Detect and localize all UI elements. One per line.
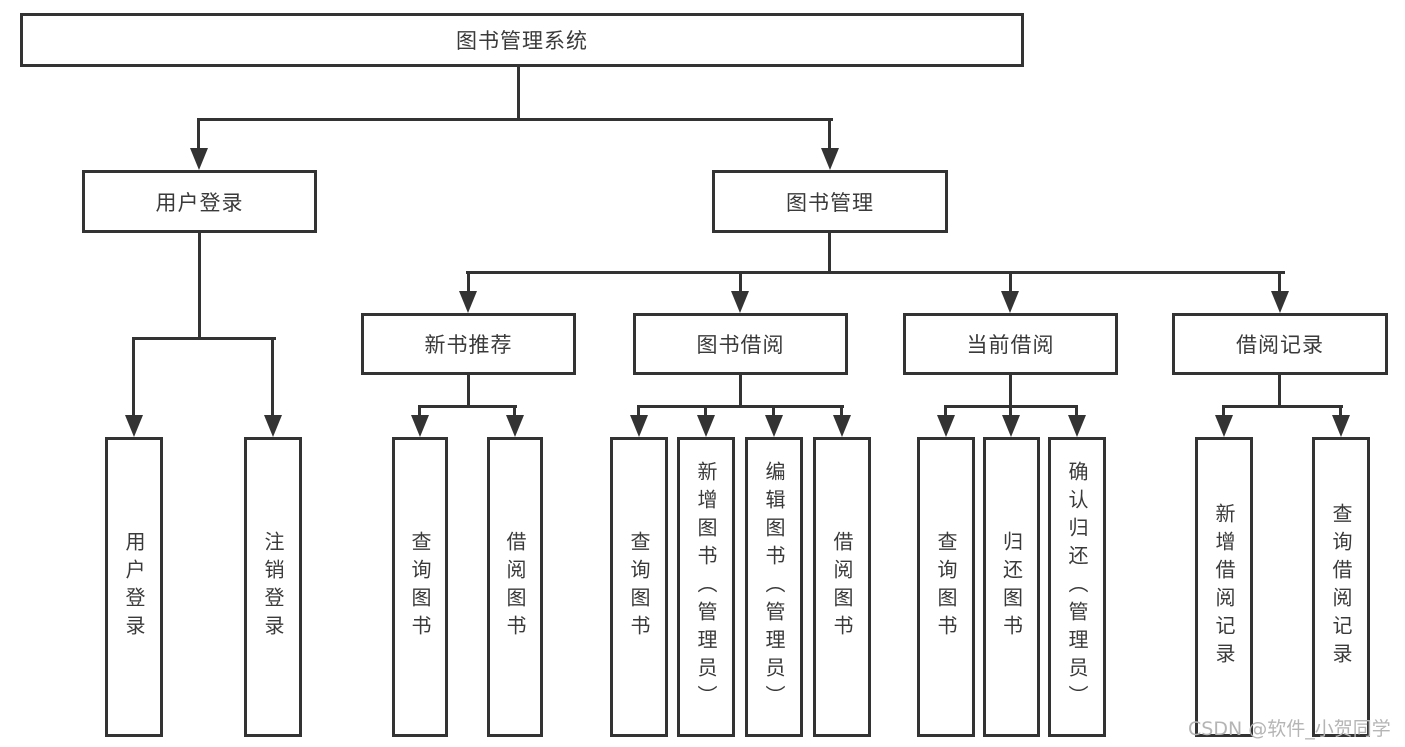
- connector-records-leaf2-stem: [1339, 407, 1342, 415]
- arrowhead-userlogin: [190, 148, 208, 170]
- leaf-current-return-books: 归还图书: [983, 437, 1040, 737]
- connector-newrec-stem: [467, 273, 470, 291]
- connector-newrec-down: [467, 373, 470, 408]
- arrowhead-records-leaf1: [1215, 415, 1233, 437]
- node-borrow-records: 借阅记录: [1172, 313, 1388, 375]
- leaf-newrec-borrow-books-label: 借阅图书: [503, 531, 527, 643]
- arrowhead-newrec: [459, 291, 477, 313]
- arrowhead-newrec-leaf2: [506, 415, 524, 437]
- connector-current-down: [1009, 373, 1012, 408]
- connector-borrow-leaf1-stem: [637, 407, 640, 415]
- arrowhead-current: [1001, 291, 1019, 313]
- connector-bookmgmt-hbar: [466, 271, 1285, 274]
- arrowhead-current-leaf2: [1002, 415, 1020, 437]
- connector-root-stem: [517, 66, 520, 120]
- arrowhead-borrow-leaf4: [833, 415, 851, 437]
- connector-newrec-hbar: [418, 405, 517, 408]
- connector-borrow-leaf3-stem: [772, 407, 775, 415]
- connector-userlogin-hbar: [132, 337, 276, 340]
- connector-borrow-hbar: [637, 405, 844, 408]
- connector-current-stem: [1009, 273, 1012, 291]
- leaf-records-add-borrow-record-label: 新增借阅记录: [1212, 503, 1236, 671]
- leaf-borrow-add-books-admin: 新增图书（管理员）: [677, 437, 735, 737]
- leaf-logout-login-label: 注销登录: [261, 531, 285, 643]
- connector-root-hbar: [197, 118, 833, 121]
- connector-records-hbar: [1222, 405, 1343, 408]
- connector-borrow-stem: [739, 273, 742, 291]
- arrowhead-current-leaf3: [1068, 415, 1086, 437]
- leaf-borrow-query-books: 查询图书: [610, 437, 668, 737]
- leaf-borrow-edit-books-admin: 编辑图书（管理员）: [745, 437, 803, 737]
- leaf-current-query-books: 查询图书: [917, 437, 975, 737]
- arrowhead-current-leaf1: [937, 415, 955, 437]
- connector-current-leaf3-stem: [1075, 407, 1078, 415]
- connector-current-leaf2-stem: [1009, 407, 1012, 415]
- leaf-logout-login: 注销登录: [244, 437, 302, 737]
- connector-newrec-leaf1-stem: [418, 407, 421, 415]
- node-borrow-records-label: 借阅记录: [1236, 333, 1324, 357]
- arrowhead-leaf-userlogin: [125, 415, 143, 437]
- connector-records-stem: [1278, 273, 1281, 291]
- node-user-login: 用户登录: [82, 170, 317, 233]
- connector-borrow-down: [739, 373, 742, 408]
- arrowhead-newrec-leaf1: [411, 415, 429, 437]
- watermark: CSDN @软件_小贺同学: [1188, 718, 1391, 740]
- arrowhead-records-leaf2: [1332, 415, 1350, 437]
- connector-borrow-leaf2-stem: [704, 407, 707, 415]
- node-book-management: 图书管理: [712, 170, 948, 233]
- connector-leaf-userlogin-stem: [132, 339, 135, 415]
- leaf-current-return-books-label: 归还图书: [999, 531, 1024, 643]
- leaf-borrow-borrow-books: 借阅图书: [813, 437, 871, 737]
- connector-borrow-leaf4-stem: [840, 407, 843, 415]
- arrowhead-records: [1271, 291, 1289, 313]
- leaf-borrow-add-books-admin-label: 新增图书（管理员）: [694, 461, 718, 713]
- connector-userlogin-stem: [197, 120, 200, 148]
- leaf-current-query-books-label: 查询图书: [934, 531, 958, 643]
- leaf-newrec-query-books-label: 查询图书: [408, 531, 432, 643]
- connector-userlogin-down: [198, 232, 201, 338]
- leaf-current-confirm-return-admin: 确认归还（管理员）: [1048, 437, 1106, 737]
- connector-bookmgmt-stem: [828, 120, 831, 148]
- node-current-borrow: 当前借阅: [903, 313, 1118, 375]
- node-book-borrow-label: 图书借阅: [696, 333, 785, 357]
- leaf-borrow-query-books-label: 查询图书: [627, 531, 651, 643]
- arrowhead-borrow: [731, 291, 749, 313]
- connector-records-leaf1-stem: [1222, 407, 1225, 415]
- node-new-book-recommend-label: 新书推荐: [424, 333, 513, 357]
- node-current-borrow-label: 当前借阅: [966, 333, 1055, 357]
- leaf-newrec-borrow-books: 借阅图书: [487, 437, 543, 737]
- leaf-user-login: 用户登录: [105, 437, 163, 737]
- arrowhead-borrow-leaf3: [765, 415, 783, 437]
- arrowhead-borrow-leaf1: [630, 415, 648, 437]
- connector-newrec-leaf2-stem: [513, 407, 516, 415]
- connector-current-leaf1-stem: [944, 407, 947, 415]
- connector-leaf-logout-stem: [271, 339, 274, 415]
- node-user-login-label: 用户登录: [155, 190, 244, 215]
- leaf-records-query-borrow-record-label: 查询借阅记录: [1329, 503, 1353, 671]
- leaf-current-confirm-return-admin-label: 确认归还（管理员）: [1065, 461, 1089, 713]
- connector-bookmgmt-down: [828, 232, 831, 273]
- node-new-book-recommend: 新书推荐: [361, 313, 576, 375]
- leaf-user-login-label: 用户登录: [122, 531, 146, 643]
- leaf-records-add-borrow-record: 新增借阅记录: [1195, 437, 1253, 737]
- leaf-borrow-borrow-books-label: 借阅图书: [830, 531, 854, 643]
- node-root-label: 图书管理系统: [456, 29, 588, 53]
- connector-current-hbar: [944, 405, 1078, 408]
- node-book-borrow: 图书借阅: [633, 313, 848, 375]
- leaf-newrec-query-books: 查询图书: [392, 437, 448, 737]
- leaf-borrow-edit-books-admin-label: 编辑图书（管理员）: [762, 461, 786, 713]
- node-book-management-label: 图书管理: [786, 190, 874, 215]
- leaf-records-query-borrow-record: 查询借阅记录: [1312, 437, 1370, 737]
- arrowhead-leaf-logout: [264, 415, 282, 437]
- connector-records-down: [1278, 373, 1281, 408]
- arrowhead-borrow-leaf2: [697, 415, 715, 437]
- node-root: 图书管理系统: [20, 13, 1024, 67]
- arrowhead-bookmgmt: [821, 148, 839, 170]
